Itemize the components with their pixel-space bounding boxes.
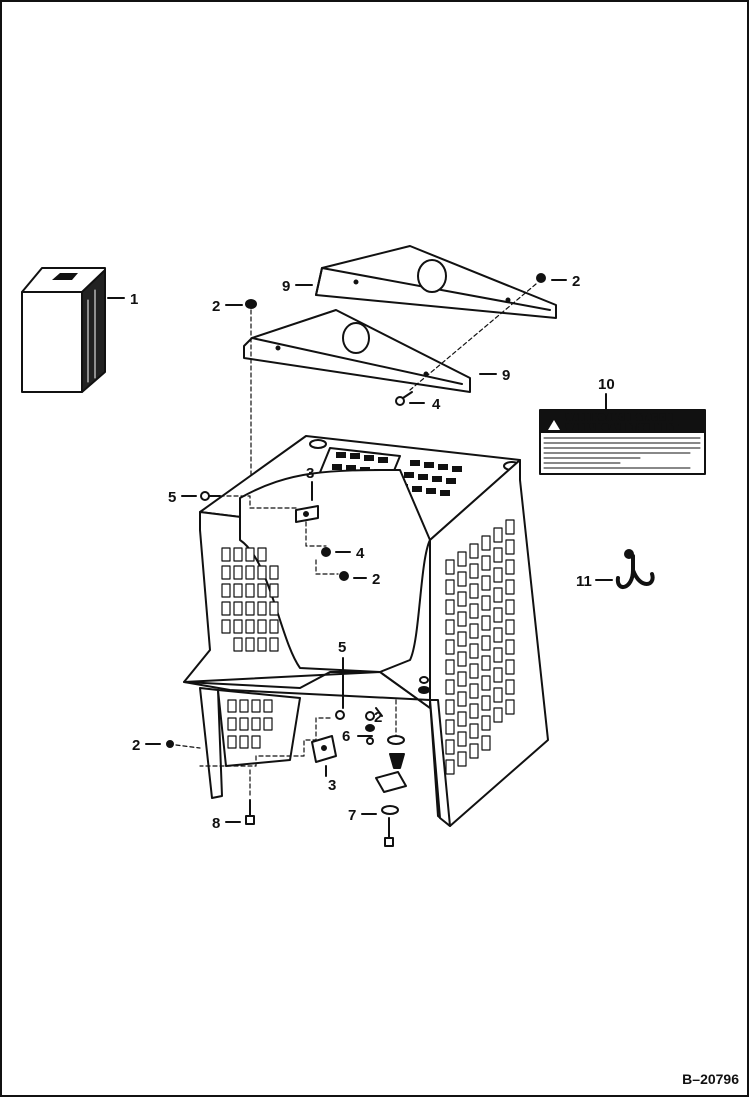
bracket-3-upper (295, 505, 319, 523)
bolt-8 (245, 799, 255, 825)
washer-6 (366, 737, 374, 745)
isolator-mount (375, 735, 407, 847)
bolt-4-upper (395, 391, 413, 406)
drawing-number: B–20796 (682, 1071, 739, 1087)
part-9-upper-bracket (315, 245, 557, 319)
callout-3b: 3 (328, 777, 336, 794)
lift-hook-icon (615, 549, 655, 589)
rops-guard-assembly (183, 435, 549, 827)
bolt-5-lower (335, 710, 345, 720)
decal-line1: WARNING AMONESTACION (566, 413, 672, 422)
decal-line2: WARNUNG AVERTISSEMENT (566, 423, 678, 432)
callout-5a: 5 (168, 489, 176, 506)
callout-4a: 4 (432, 396, 441, 413)
callout-5b: 5 (338, 639, 346, 656)
callout-4b: 4 (356, 545, 365, 562)
part-9-lower-bracket (243, 309, 471, 393)
callout-2c: 2 (372, 571, 380, 588)
nut-2-lower-left (166, 740, 174, 748)
bolt-5-upper (200, 491, 221, 501)
callout-8: 8 (212, 815, 220, 832)
lower-left-grille (227, 699, 273, 749)
callout-11: 11 (576, 573, 592, 590)
callout-1: 1 (130, 291, 138, 308)
callout-3a: 3 (306, 465, 314, 482)
right-grille (445, 519, 515, 775)
nuts-right-leg (418, 676, 430, 694)
warning-triangle-icon (548, 420, 560, 430)
callout-6: 6 (342, 728, 350, 745)
part-10-warning-decal: WARNING AMONESTACION WARNUNG AVERTISSEME… (539, 409, 706, 475)
nut-2-upper (536, 273, 546, 283)
callout-9a: 9 (282, 278, 290, 295)
bolt-4-lower (321, 547, 331, 557)
bracket-3-lower (311, 735, 337, 763)
callout-2b: 2 (212, 298, 220, 315)
callout-2e: 2 (132, 737, 140, 754)
callout-9b: 9 (502, 367, 510, 384)
part-1-box (21, 267, 106, 393)
left-grille (221, 547, 279, 652)
decal-fine-print (543, 437, 701, 469)
callout-10: 10 (598, 376, 615, 393)
nut-2-left (245, 299, 257, 309)
callout-7: 7 (348, 807, 356, 824)
callout-2d: 2 (374, 709, 382, 726)
nut-2-mid (339, 571, 349, 581)
callout-2a: 2 (572, 273, 580, 290)
nut-2-lower (365, 711, 375, 732)
